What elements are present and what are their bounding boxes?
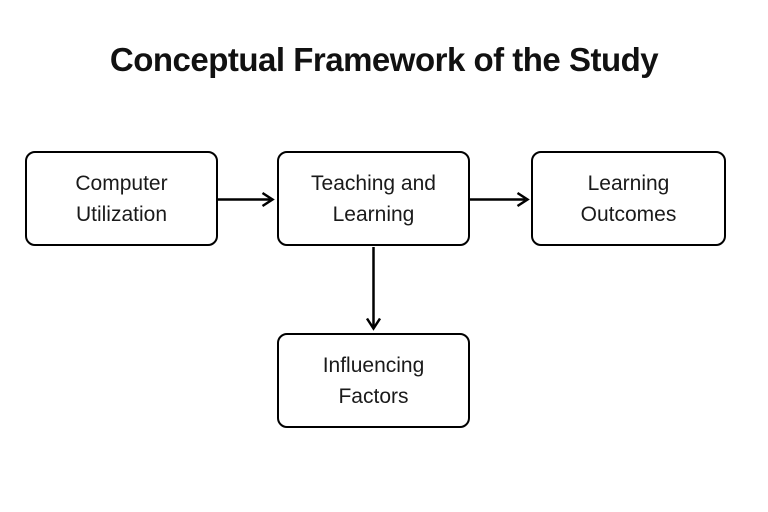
node-computer-utilization: Computer Utilization (25, 151, 218, 246)
node-teaching-and-learning: Teaching and Learning (277, 151, 470, 246)
node-learning-outcomes: Learning Outcomes (531, 151, 726, 246)
node-learning-outcomes-label: Learning Outcomes (580, 171, 677, 226)
arrow-right-icon (470, 191, 530, 208)
node-computer-utilization-label: Computer Utilization (75, 171, 168, 226)
node-influencing-factors: Influencing Factors (277, 333, 470, 428)
arrow-down-icon (365, 247, 382, 331)
diagram-title: Conceptual Framework of the Study (109, 41, 659, 78)
arrow-right-icon (218, 191, 275, 208)
node-teaching-and-learning-label: Teaching and Learning (311, 171, 436, 226)
node-influencing-factors-label: Influencing Factors (322, 353, 425, 408)
